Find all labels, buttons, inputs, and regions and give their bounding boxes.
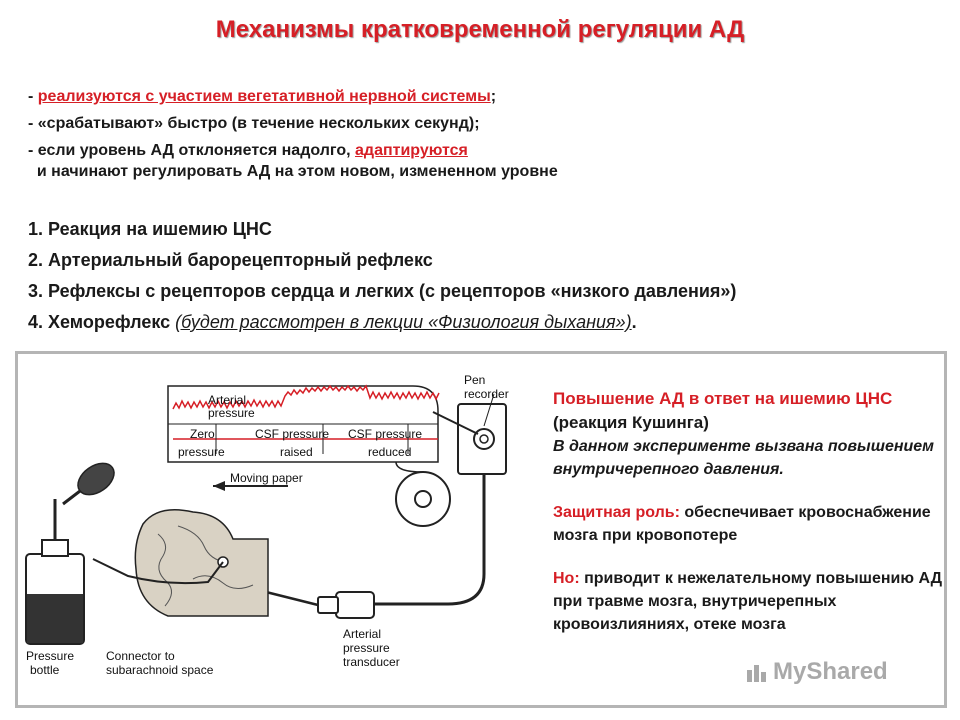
transducer-label-1: Arterial — [343, 627, 381, 641]
list-item-label: 4. Хеморефлекс — [28, 312, 176, 332]
cushing-experiment-diagram: Pen recorder Arterial pressure Zero pres… — [25, 373, 509, 677]
caption-role: Защитная роль: обеспечивает кровоснабжен… — [553, 501, 943, 547]
zero-pressure-label-1: Zero — [190, 427, 215, 441]
recording-paper — [167, 384, 451, 527]
list-item-suffix: . — [631, 312, 637, 332]
arterial-pressure-trace — [172, 384, 440, 410]
caption-heading: Повышение АД в ответ на ишемию ЦНС (реак… — [553, 387, 943, 435]
pressure-bottle — [25, 462, 115, 645]
bullet-suffix: ; — [490, 88, 497, 105]
list-item: 3. Рефлексы с рецепторов сердца и легких… — [28, 281, 737, 301]
bullet-item: - реализуются с участием вегетативной не… — [28, 86, 933, 107]
but-label: Но: — [553, 570, 580, 587]
caption-heading-red: Повышение АД в ответ на ишемию ЦНС — [553, 389, 893, 408]
bullet-link-autonomic[interactable]: реализуются с участием вегетативной нерв… — [37, 88, 491, 105]
bullet-item: - «срабатывают» быстро (в течение нескол… — [28, 115, 480, 132]
page-title: Механизмы кратковременной регуляции АД — [215, 16, 745, 43]
role-label: Защитная роль: — [553, 504, 680, 521]
zero-pressure-label-2: pressure — [178, 445, 225, 459]
watermark-logo-icon — [747, 665, 766, 682]
pen-recorder-label-1: Pen — [464, 373, 485, 387]
role-text: обеспечивает кровоснабжение мозга при кр… — [553, 504, 931, 544]
bullet-suffix: и начинают регулировать АД на этом новом… — [28, 163, 558, 180]
moving-paper-label: Moving paper — [230, 471, 303, 485]
bullet-prefix: - если уровень АД отклоняется надолго, — [28, 142, 356, 159]
csf-raised-label-1: CSF pressure — [255, 427, 329, 441]
animal-head-schematic — [134, 509, 269, 617]
list-item: 4. Хеморефлекс (будет рассмотрен в лекци… — [28, 309, 933, 340]
pressure-bottle-label-2: bottle — [30, 663, 60, 677]
list-item: 1. Реакция на ишемию ЦНС — [28, 219, 272, 239]
transducer-label-2: pressure — [343, 641, 390, 655]
subarachnoid-connector — [92, 558, 224, 585]
transducer-label-3: transducer — [343, 655, 400, 669]
bullet-link-adapt[interactable]: адаптируются — [355, 142, 468, 159]
cushing-caption: Повышение АД в ответ на ишемию ЦНС (реак… — [553, 387, 943, 636]
pressure-bottle-label-1: Pressure — [26, 649, 74, 663]
lecture-reference-link[interactable]: (будет рассмотрен в лекции «Физиология д… — [175, 312, 632, 332]
caption-heading-black: (реакция Кушинга) — [553, 413, 709, 432]
arterial-pressure-label-1: Arterial — [208, 393, 246, 407]
bullet-prefix: - — [28, 88, 38, 105]
list-item: 2. Артериальный барорецепторный рефлекс — [28, 250, 433, 270]
csf-reduced-label-1: CSF pressure — [348, 427, 422, 441]
arterial-pressure-transducer — [257, 588, 375, 619]
experiment-panel: Pen recorder Arterial pressure Zero pres… — [15, 351, 947, 708]
bullet-item: - если уровень АД отклоняется надолго, а… — [28, 140, 933, 182]
connector-label-2: subarachnoid space — [106, 663, 214, 677]
bullet-list: - реализуются с участием вегетативной не… — [28, 86, 933, 188]
caption-but: Но: приводит к нежелательному повышению … — [553, 567, 943, 636]
signal-cable — [373, 474, 486, 606]
mechanism-list: 1. Реакция на ишемию ЦНС 2. Артериальный… — [28, 216, 933, 340]
csf-reduced-label-2: reduced — [368, 445, 411, 459]
pen-recorder — [432, 393, 507, 475]
connector-label-1: Connector to — [106, 649, 175, 663]
pen-recorder-label-2: recorder — [464, 387, 509, 401]
arterial-pressure-label-2: pressure — [208, 406, 255, 420]
caption-note: В данном эксперименте вызвана повышением… — [553, 438, 935, 478]
csf-raised-label-2: raised — [280, 445, 313, 459]
watermark: MyShared — [773, 658, 888, 685]
but-text: приводит к нежелательному повышению АД п… — [553, 570, 942, 633]
